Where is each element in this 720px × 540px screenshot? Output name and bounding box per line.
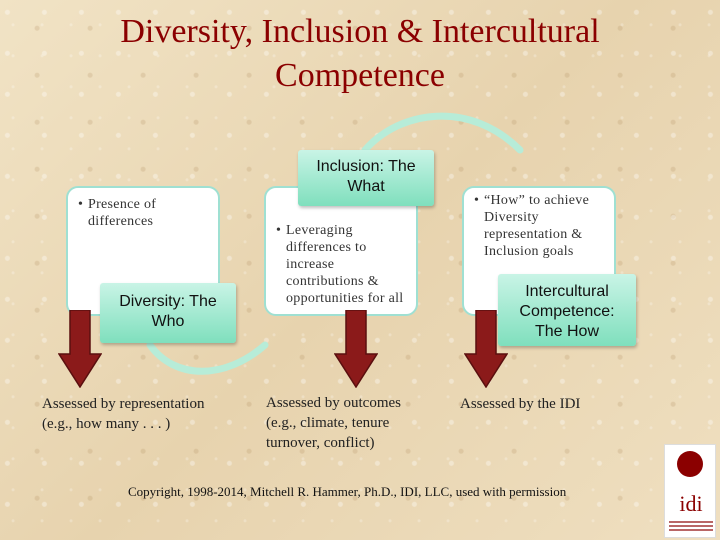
assessment-line: Assessed by the IDI (460, 396, 581, 412)
down-arrow-icon (334, 310, 378, 388)
assessment-line: Assessed by representation (42, 396, 205, 412)
inclusion-header-line-2: What (347, 178, 385, 195)
intercultural-assessment: Assessed by the IDI (460, 394, 580, 414)
inclusion-bullet: • Leveraging differences to increase con… (276, 222, 414, 307)
intercultural-bullet-text: “How” to achieve Diversity representatio… (484, 193, 590, 259)
inclusion-panel: • Leveraging differences to increase con… (264, 186, 418, 316)
intercultural-header-line-2: Competence: (519, 303, 615, 320)
diversity-header-line-2: Who (151, 313, 185, 330)
diversity-bullet-text: Presence of differences (88, 197, 157, 229)
intercultural-header-line-1: Intercultural (525, 283, 609, 300)
intercultural-header: Intercultural Competence: The How (498, 274, 636, 346)
copyright-footer: Copyright, 1998-2014, Mitchell R. Hammer… (128, 484, 567, 499)
inclusion-header-line-1: Inclusion: The (316, 158, 416, 175)
inclusion-assessment: Assessed by outcomes (e.g., climate, ten… (266, 393, 401, 453)
diversity-bullet: • Presence of differences (78, 196, 212, 230)
logo-seal-icon (677, 451, 703, 477)
slide-title: Diversity, Inclusion & Intercultural Com… (40, 10, 680, 98)
diversity-header-line-1: Diversity: The (119, 293, 217, 310)
assessment-line: (e.g., climate, tenure (266, 415, 390, 431)
diversity-assessment: Assessed by representation (e.g., how ma… (42, 394, 204, 434)
bullet-dot: • (78, 197, 84, 212)
assessment-line: turnover, conflict) (266, 435, 375, 451)
logo-caption-lines (669, 521, 713, 533)
diversity-header: Diversity: The Who (100, 283, 236, 343)
idi-logo: idi (664, 444, 716, 538)
title-line-1: Diversity, Inclusion & Intercultural (120, 13, 600, 50)
bullet-dot: • (276, 223, 282, 238)
connector-arc-left (146, 341, 269, 375)
inclusion-header: Inclusion: The What (298, 150, 434, 206)
intercultural-header-line-3: The How (534, 323, 600, 340)
down-arrow-icon (464, 310, 508, 388)
assessment-line: Assessed by outcomes (266, 395, 401, 411)
down-arrow-icon (58, 310, 102, 388)
assessment-line: (e.g., how many . . . ) (42, 416, 171, 432)
intercultural-bullet: • “How” to achieve Diversity representat… (474, 192, 610, 260)
connector-arc-top (361, 112, 524, 154)
inclusion-bullet-text: Leveraging differences to increase contr… (286, 223, 404, 306)
logo-mark: idi (679, 491, 703, 516)
title-line-2: Competence (275, 57, 445, 94)
bullet-dot: • (474, 193, 480, 208)
